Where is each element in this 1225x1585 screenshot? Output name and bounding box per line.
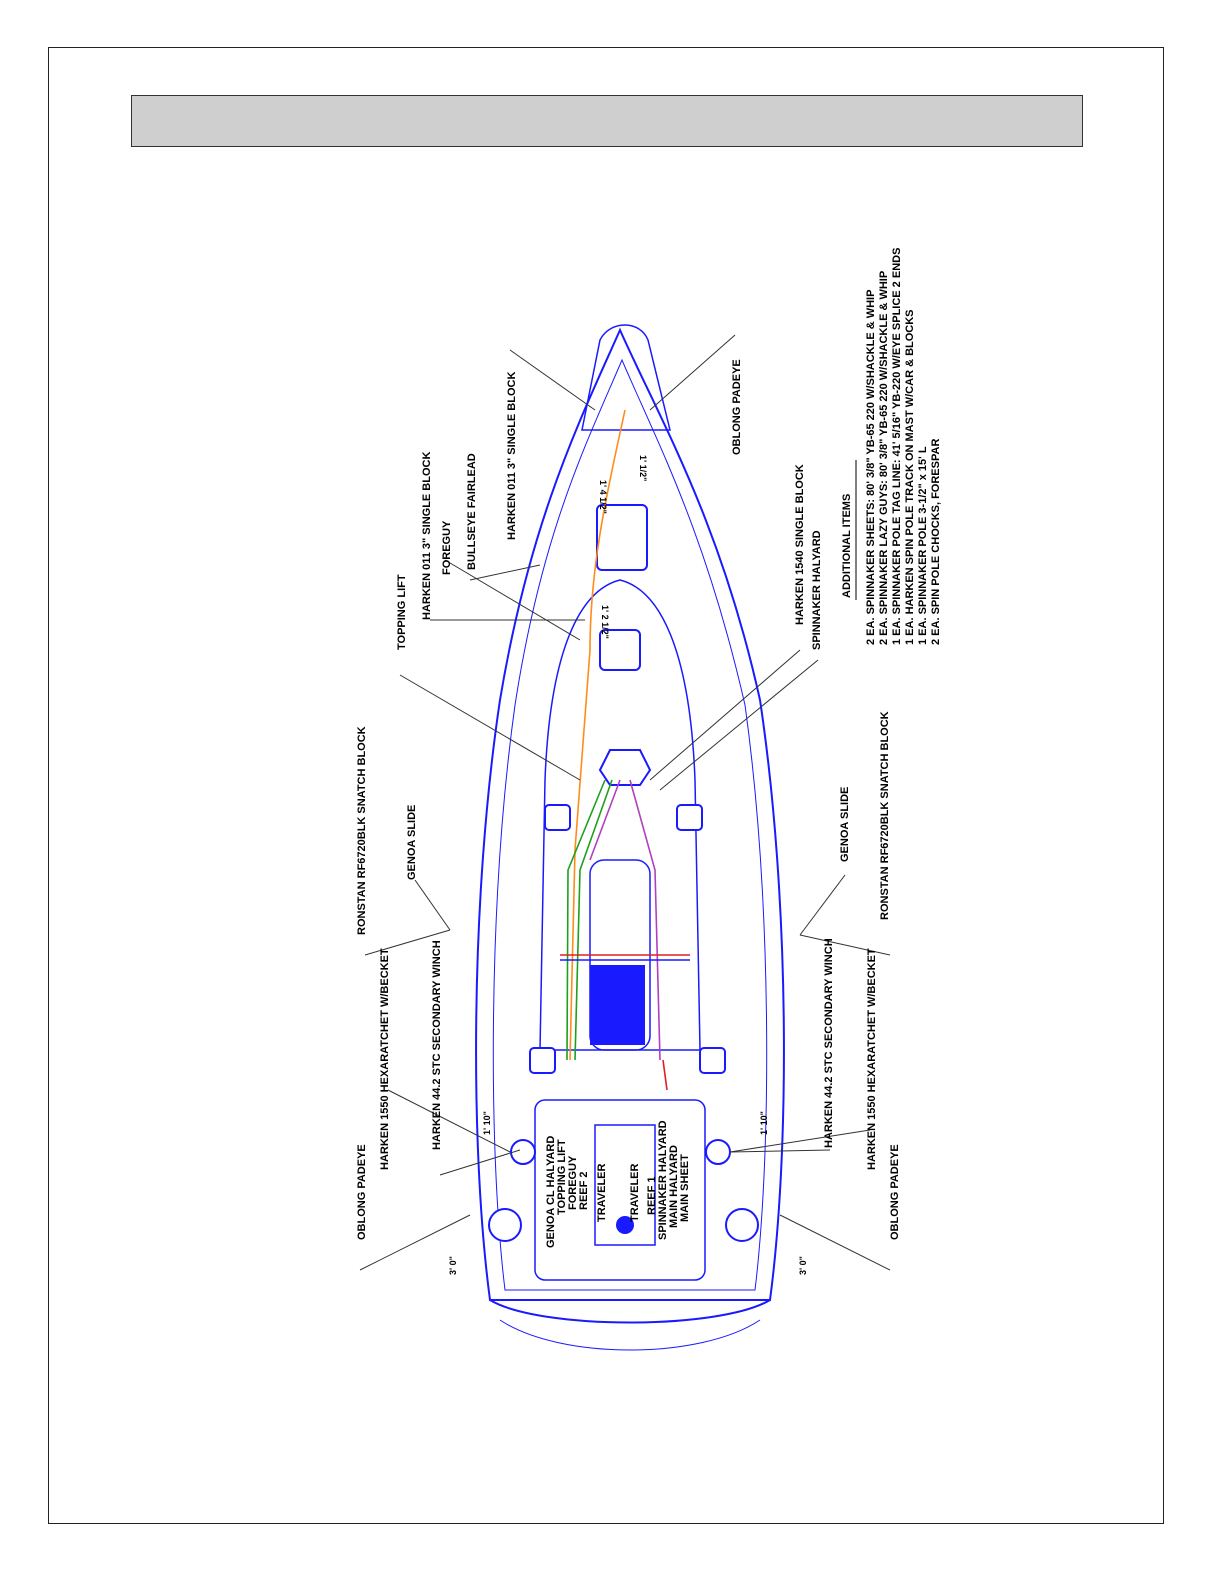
cockpit-line-labels: GENOA CL HALYARD TOPPING LIFT FOREGUY RE… bbox=[545, 1120, 691, 1248]
dim-fwd: 1' 4 1/2" bbox=[598, 480, 608, 514]
orange-halyard bbox=[569, 409, 626, 1061]
label-secondary-winch-stbd: HARKEN 44.2 STC SECONDARY WINCH bbox=[823, 938, 835, 1148]
additional-item-5: 1 EA. SPINNAKER POLE 3-1/2" x 15' L bbox=[917, 446, 929, 645]
stbd-hatch-fwd bbox=[676, 804, 703, 831]
line-label-main-sheet: MAIN SHEET bbox=[679, 1154, 691, 1222]
traveler-center bbox=[616, 1216, 634, 1234]
additional-item-2: 2 EA. SPINNAKER LAZY GUYS: 80' 3/8" YB-6… bbox=[878, 271, 890, 645]
line-label-foreguy: FOREGUY bbox=[567, 1155, 579, 1210]
line-label-spinnaker-halyard: SPINNAKER HALYARD bbox=[657, 1120, 669, 1240]
label-snatch-block-stbd: RONSTAN RF6720BLK SNATCH BLOCK bbox=[879, 711, 891, 920]
dim-bow: 1' 1/2" bbox=[638, 455, 648, 481]
port-primary-winch bbox=[488, 1208, 522, 1242]
line-label-genoa-cl-halyard: GENOA CL HALYARD bbox=[545, 1136, 557, 1248]
additional-item-3: 1 EA. SPINNAKER POLE TAG LINE: 41' 5/16"… bbox=[891, 248, 903, 645]
label-genoa-slide-port: GENOA SLIDE bbox=[406, 805, 418, 880]
purple-line-2 bbox=[589, 779, 621, 861]
additional-item-4: 1 EA. HARKEN SPIN POLE TRACK ON MAST W/C… bbox=[904, 309, 916, 645]
label-snatch-block-port: RONSTAN RF6720BLK SNATCH BLOCK bbox=[356, 726, 368, 935]
additional-item-6: 2 EA. SPIN POLE CHOCKS, FORESPAR bbox=[930, 439, 942, 645]
green-line-2 bbox=[574, 779, 613, 1061]
label-foreguy: FOREGUY bbox=[441, 520, 453, 575]
dim-port-3-0: 3' 0" bbox=[448, 1256, 458, 1275]
bow-pulpit bbox=[581, 324, 671, 431]
additional-items-title: ADDITIONAL ITEMS bbox=[841, 494, 853, 598]
hull-inner bbox=[492, 358, 768, 1291]
transom-step bbox=[499, 1319, 761, 1351]
purple-line-1 bbox=[629, 779, 661, 1061]
port-secondary-winch bbox=[510, 1139, 536, 1165]
stbd-primary-winch bbox=[725, 1208, 759, 1242]
dim-stbd-3-0: 3' 0" bbox=[798, 1256, 808, 1275]
additional-items: ADDITIONAL ITEMS 2 EA. SPINNAKER SHEETS:… bbox=[841, 248, 942, 645]
dim-stbd-1-10: 1' 10" bbox=[759, 1111, 769, 1135]
mid-hatch bbox=[599, 629, 641, 671]
label-padeye-bow: OBLONG PADEYE bbox=[731, 359, 743, 455]
leader-lines bbox=[359, 334, 891, 1271]
port-hatch-aft bbox=[529, 1047, 556, 1074]
stbd-hatch-aft bbox=[699, 1047, 726, 1074]
labels-bottom: RONSTAN RF6720BLK SNATCH BLOCK GENOA SLI… bbox=[731, 359, 901, 1240]
hull-outline bbox=[475, 327, 785, 1301]
transom bbox=[489, 1299, 771, 1324]
mast-base bbox=[598, 749, 652, 786]
hatches bbox=[529, 504, 726, 1074]
label-topping-lift: TOPPING LIFT bbox=[396, 574, 408, 650]
labels-top: RONSTAN RF6720BLK SNATCH BLOCK GENOA SLI… bbox=[356, 372, 518, 1240]
dim-port-1-10: 1' 10" bbox=[482, 1111, 492, 1135]
line-label-traveler-stbd: TRAVELER bbox=[629, 1163, 641, 1222]
winches bbox=[488, 1139, 759, 1242]
label-hexaratchet-stbd: HARKEN 1550 HEXARATCHET W/BECKET bbox=[866, 948, 878, 1170]
label-bullseye-fairlead: BULLSEYE FAIRLEAD bbox=[466, 453, 478, 570]
control-lines bbox=[560, 409, 690, 1091]
label-single-block-port-1: HARKEN 011 3" SINGLE BLOCK bbox=[421, 452, 433, 620]
traveler-box bbox=[594, 1124, 656, 1246]
label-genoa-slide-stbd: GENOA SLIDE bbox=[839, 787, 851, 862]
port-hatch-fwd bbox=[544, 804, 571, 831]
line-label-topping-lift: TOPPING LIFT bbox=[556, 1139, 568, 1215]
line-label-reef-1: REEF 1 bbox=[646, 1176, 658, 1215]
label-1540-single-block: HARKEN 1540 SINGLE BLOCK bbox=[794, 464, 806, 625]
companionway-hatch bbox=[590, 965, 645, 1045]
red-line-stbd bbox=[662, 1059, 668, 1091]
label-spinnaker-halyard: SPINNAKER HALYARD bbox=[811, 530, 823, 650]
label-hexaratchet-port: HARKEN 1550 HEXARATCHET W/BECKET bbox=[379, 948, 391, 1170]
label-single-block-port-2: HARKEN 011 3" SINGLE BLOCK bbox=[506, 372, 518, 540]
green-line-1 bbox=[566, 779, 606, 1061]
line-label-main-halyard: MAIN HALYARD bbox=[668, 1145, 680, 1228]
cockpit bbox=[534, 1099, 706, 1281]
header-bar bbox=[131, 95, 1083, 147]
line-label-traveler-port: TRAVELER bbox=[596, 1163, 608, 1222]
dimensions: 1' 10" 1' 10" 3' 0" 3' 0" 1' 1/2" 1' 2 1… bbox=[448, 455, 808, 1275]
label-padeye-stbd-aft: OBLONG PADEYE bbox=[889, 1144, 901, 1240]
label-padeye-port-aft: OBLONG PADEYE bbox=[356, 1144, 368, 1240]
additional-item-1: 2 EA. SPINNAKER SHEETS: 80' 3/8" YB-65 2… bbox=[865, 290, 877, 645]
line-label-reef-2: REEF 2 bbox=[578, 1171, 590, 1210]
forward-hatch bbox=[596, 504, 648, 571]
label-secondary-winch-port: HARKEN 44.2 STC SECONDARY WINCH bbox=[431, 940, 443, 1150]
page-border bbox=[48, 47, 1164, 1524]
stbd-secondary-winch bbox=[705, 1139, 731, 1165]
dim-mid: 1' 2 1/2" bbox=[600, 605, 610, 639]
cabin-top bbox=[539, 579, 701, 1051]
